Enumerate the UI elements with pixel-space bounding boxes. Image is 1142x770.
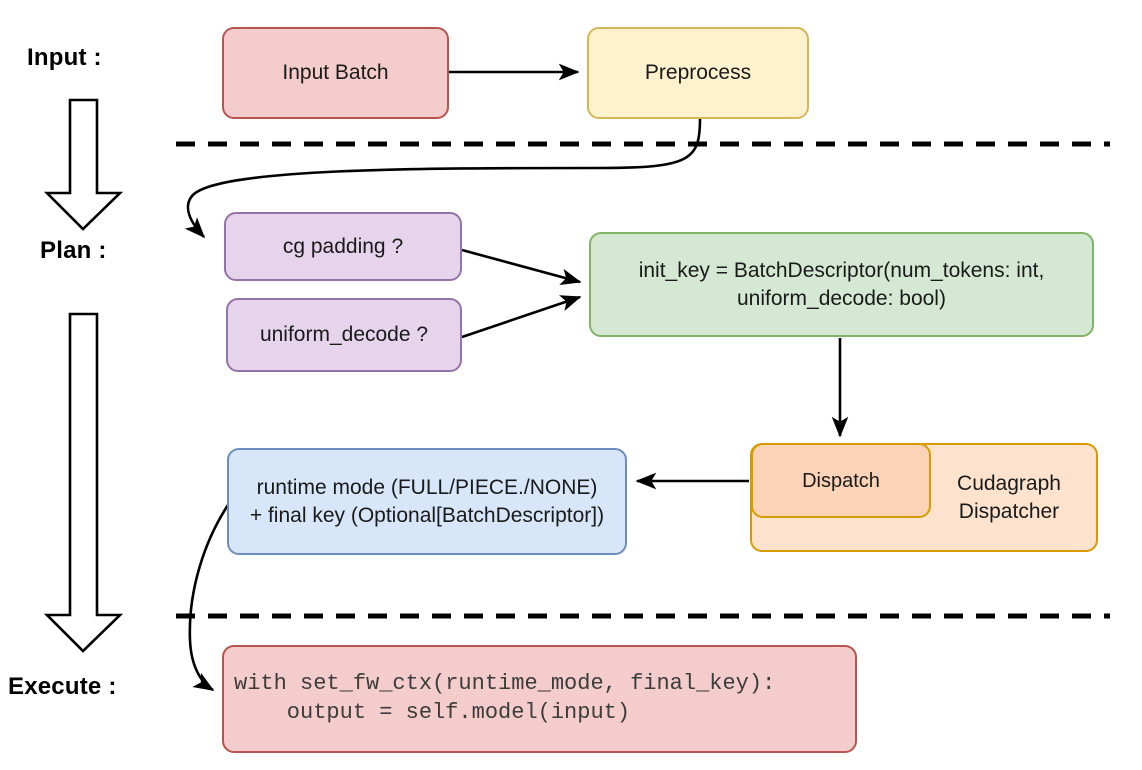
- plan-to-execute-block-arrow: [43, 312, 124, 653]
- node-cg-padding-label: cg padding ?: [282, 234, 404, 258]
- node-input-batch-label: Input Batch: [282, 61, 389, 85]
- node-dispatch[interactable]: Dispatch: [751, 443, 931, 518]
- node-preprocess[interactable]: Preprocess: [587, 27, 809, 119]
- node-uniform-decode-label: uniform_decode ?: [259, 323, 429, 347]
- input-to-plan-block-arrow: [43, 98, 124, 231]
- node-runtime-mode-label: runtime mode (FULL/PIECE./NONE) + final …: [249, 476, 605, 527]
- node-execute-code[interactable]: with set_fw_ctx(runtime_mode, final_key)…: [222, 645, 857, 753]
- node-uniform-decode[interactable]: uniform_decode ?: [226, 298, 462, 372]
- stage-label-execute: Execute :: [8, 673, 117, 700]
- node-input-batch[interactable]: Input Batch: [222, 27, 449, 119]
- node-preprocess-label: Preprocess: [644, 61, 752, 85]
- node-init-key-label: init_key = BatchDescriptor(num_tokens: i…: [638, 259, 1045, 310]
- node-cudagraph-dispatcher-label: Cudagraph Dispatcher: [957, 472, 1061, 523]
- node-runtime-mode[interactable]: runtime mode (FULL/PIECE./NONE) + final …: [227, 448, 627, 555]
- node-execute-code-label: with set_fw_ctx(runtime_mode, final_key)…: [234, 671, 776, 725]
- edge-uniform-decode-to-init-key: [461, 295, 582, 339]
- stage-label-plan: Plan :: [40, 237, 107, 264]
- stage-label-input: Input :: [27, 44, 102, 71]
- node-cg-padding[interactable]: cg padding ?: [224, 212, 462, 281]
- edge-cg-padding-to-init-key: [461, 248, 582, 285]
- node-dispatch-label: Dispatch: [802, 469, 880, 492]
- node-init-key[interactable]: init_key = BatchDescriptor(num_tokens: i…: [589, 232, 1094, 337]
